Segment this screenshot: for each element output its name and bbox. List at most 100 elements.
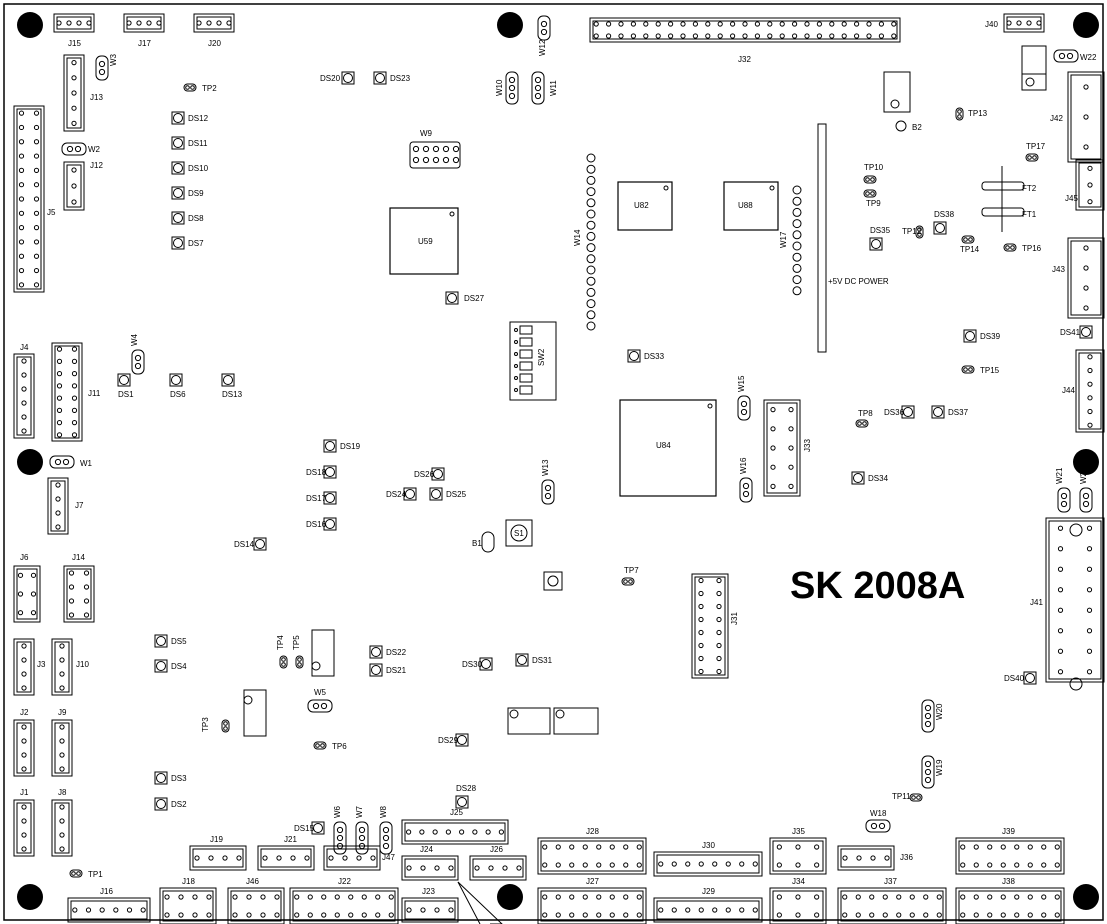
header-label-j29: J29 <box>702 887 715 896</box>
led-label-ds25: DS25 <box>446 490 467 499</box>
jumper-w2: W2 <box>61 142 101 156</box>
led-label-ds27: DS27 <box>464 294 485 303</box>
led-ds41: DS41 <box>1060 325 1093 339</box>
tp-label-tp5: TP5 <box>292 635 301 650</box>
jumper-label-w7: W7 <box>355 805 364 818</box>
jumper-label-w5: W5 <box>314 688 327 697</box>
header-j19: J19 <box>189 835 247 871</box>
jumper-label-w20: W20 <box>935 703 944 720</box>
jumper-w23: W23 <box>1079 467 1093 513</box>
jumper-label-w19: W19 <box>935 759 944 776</box>
misc-label-b1: B1 <box>472 539 482 548</box>
jumper-w17: W17 <box>779 185 802 296</box>
header-j20: J20 <box>193 13 235 48</box>
header-label-j10: J10 <box>76 660 89 669</box>
header-j22: J22 <box>289 877 399 924</box>
led-ds21: DS21 <box>369 663 407 677</box>
header-label-j13: J13 <box>90 93 103 102</box>
jumper-label-w2: W2 <box>88 145 101 154</box>
jumper-w19: W19 <box>921 755 944 789</box>
header-label-j21: J21 <box>284 835 297 844</box>
jumper-label-w14: W14 <box>573 229 582 246</box>
testpoint-tp6: TP6 <box>313 741 347 751</box>
header-j35: J35 <box>769 827 827 875</box>
header-j44: J44 <box>1062 349 1105 433</box>
header-j10: J10 <box>51 638 89 696</box>
misc-outlines <box>243 45 1047 924</box>
header-label-j43: J43 <box>1052 265 1065 274</box>
led-label-ds2: DS2 <box>171 800 187 809</box>
tp-label-tp11: TP11 <box>892 792 911 801</box>
header-j16: J16 <box>67 887 151 923</box>
led-label-ds35: DS35 <box>870 226 891 235</box>
jumper-w6: W6 <box>333 805 347 855</box>
header-label-j42: J42 <box>1050 114 1063 123</box>
jumper-label-w8: W8 <box>379 805 388 818</box>
header-j42: J42 <box>1050 71 1105 163</box>
led-label-ds23: DS23 <box>390 74 411 83</box>
led-ds6: DS6 <box>169 373 186 399</box>
led-ds19: DS19 <box>323 439 361 453</box>
led-ds4: DS4 <box>154 659 187 673</box>
jumper-w15: W15 <box>737 375 751 421</box>
header-label-j1: J1 <box>20 788 29 797</box>
tp-label-tp2: TP2 <box>202 84 217 93</box>
led-label-ds9: DS9 <box>188 189 204 198</box>
jumper-label-w1: W1 <box>80 459 93 468</box>
ic-label-u82: U82 <box>634 201 649 210</box>
testpoint-tp11: TP11 <box>892 792 923 802</box>
mounting-hole <box>1073 449 1099 475</box>
tp-label-tp6: TP6 <box>332 742 347 751</box>
jumper-w8: W8 <box>379 805 393 855</box>
led-ds27: DS27 <box>445 291 485 305</box>
testpoint-tp3: TP3 <box>201 717 230 733</box>
led-ds5: DS5 <box>154 634 187 648</box>
led-label-ds17: DS17 <box>306 494 327 503</box>
led-label-ds22: DS22 <box>386 648 407 657</box>
header-label-j46: J46 <box>246 877 259 886</box>
ferrite-ft1: FT1 <box>981 166 1037 232</box>
led-label-ds37: DS37 <box>948 408 969 417</box>
jumper-label-w21: W21 <box>1055 467 1064 484</box>
led-label-ds30: DS30 <box>462 660 483 669</box>
ic-u84: U84 <box>619 399 717 497</box>
header-label-j39: J39 <box>1002 827 1015 836</box>
header-label-j32: J32 <box>738 55 751 64</box>
jumper-w22: W22 <box>1053 49 1097 63</box>
header-j21: J21 <box>257 835 315 871</box>
led-label-ds15: DS15 <box>294 824 315 833</box>
tp-label-tp12: TP12 <box>902 227 922 236</box>
header-label-j44: J44 <box>1062 386 1075 395</box>
led-label-ds12: DS12 <box>188 114 209 123</box>
header-label-j19: J19 <box>210 835 223 844</box>
testpoint-tp17: TP17 <box>1025 142 1046 162</box>
led-ds24: DS24 <box>386 487 417 501</box>
led-ds35: DS35 <box>869 226 891 251</box>
led-label-ds6: DS6 <box>170 390 186 399</box>
switch-s1: S1 <box>505 519 533 547</box>
led-ds33: DS33 <box>627 349 665 363</box>
testpoint-tp14: TP14 <box>960 235 980 254</box>
jumper-w5: W5 <box>307 688 333 713</box>
ic-u88: U88 <box>723 181 779 231</box>
header-label-j4: J4 <box>20 343 29 352</box>
header-j25: J25 <box>401 808 509 845</box>
testpoint-tp7: TP7 <box>621 566 639 586</box>
testpoint-tp5: TP5 <box>292 635 304 669</box>
ic-label-u84: U84 <box>656 441 671 450</box>
led-ds37: DS37 <box>931 405 969 419</box>
header-j46: J46 <box>227 877 285 924</box>
jumper-w4: W4 <box>130 333 145 375</box>
led-label-ds18: DS18 <box>306 468 327 477</box>
led-label-ds3: DS3 <box>171 774 187 783</box>
mounting-hole <box>17 449 43 475</box>
header-label-j9: J9 <box>58 708 67 717</box>
led-ds3: DS3 <box>154 771 187 785</box>
jumper-label-w9: W9 <box>420 129 433 138</box>
led-label-ds11: DS11 <box>188 139 208 148</box>
header-j30: J30 <box>653 841 763 877</box>
header-label-j22: J22 <box>338 877 351 886</box>
header-label-j35: J35 <box>792 827 805 836</box>
led-label-ds13: DS13 <box>222 390 243 399</box>
